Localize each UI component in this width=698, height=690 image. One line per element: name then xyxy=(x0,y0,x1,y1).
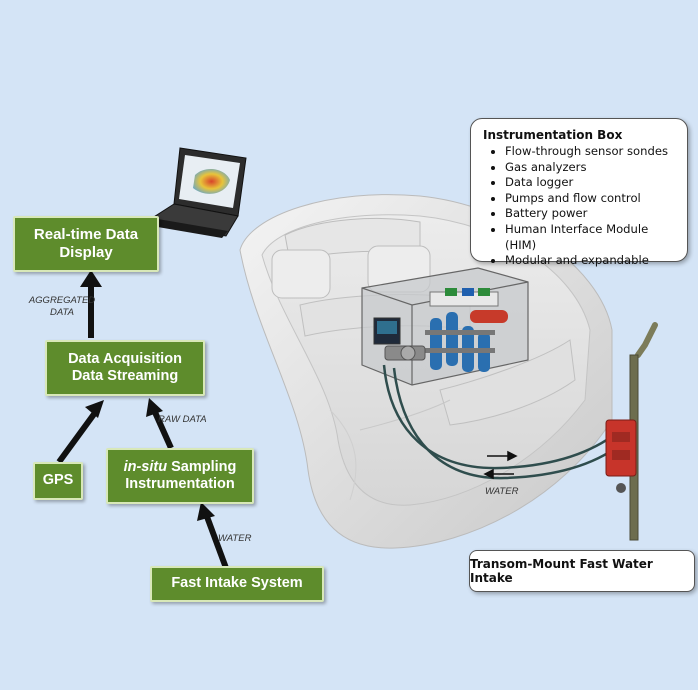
laptop-illustration xyxy=(144,147,247,238)
data-acquisition-line2: Data Streaming xyxy=(71,368,179,384)
insitu-rest: Sampling xyxy=(167,458,237,475)
water-intake-label: WATER xyxy=(218,533,252,544)
transom-intake-label: Transom-Mount Fast Water Intake xyxy=(470,557,653,585)
boat-water-label: WATER xyxy=(485,486,519,497)
aggregated-label-line1: AGGREGATED xyxy=(28,295,96,306)
transom-intake-illustration xyxy=(605,322,658,541)
list-item: Battery power xyxy=(505,206,683,222)
data-acquisition-line1: Data Acquisition xyxy=(68,350,182,367)
fast-intake-label: Fast Intake System xyxy=(171,575,303,592)
gps-label: GPS xyxy=(42,472,74,489)
aggregated-data-label: AGGREGATED DATA xyxy=(20,295,104,319)
list-item: Flow-through sensor sondes xyxy=(505,144,683,160)
realtime-display-line1: Real-time Data xyxy=(33,226,139,243)
water-hoses xyxy=(382,364,621,480)
aggregated-label-line2: DATA xyxy=(50,307,74,318)
list-item: Data logger xyxy=(505,175,683,191)
boat-water-arrows xyxy=(483,450,518,480)
list-item: Modular and expandable xyxy=(505,253,683,269)
gps-box: GPS xyxy=(33,462,83,500)
list-item: Human Interface Module (HIM) xyxy=(505,222,683,253)
insitu-line2: Instrumentation xyxy=(125,476,235,492)
flow-arrows xyxy=(56,270,229,570)
data-acquisition-box: Data Acquisition Data Streaming xyxy=(45,340,205,396)
raw-data-label: RAW DATA xyxy=(158,414,207,425)
realtime-display-line2: Display xyxy=(59,244,113,261)
instrumentation-box-title: Instrumentation Box xyxy=(483,128,623,142)
insitu-italic: in-situ xyxy=(123,458,168,475)
insitu-line1: in-situ Sampling xyxy=(124,459,237,476)
list-item: Gas analyzers xyxy=(505,160,683,176)
instrumentation-box-list: Flow-through sensor sondes Gas analyzers… xyxy=(483,144,683,269)
instrumentation-box-panel: Instrumentation Box Flow-through sensor … xyxy=(470,118,688,267)
list-item: Pumps and flow control xyxy=(505,191,683,207)
instrumentation-box-illustration xyxy=(361,267,529,386)
transom-intake-panel: Transom-Mount Fast Water Intake xyxy=(469,550,695,592)
realtime-display-box: Real-time Data Display xyxy=(13,216,159,272)
insitu-instrumentation-box: in-situ Sampling Instrumentation xyxy=(106,448,254,504)
fast-intake-box: Fast Intake System xyxy=(150,566,324,602)
